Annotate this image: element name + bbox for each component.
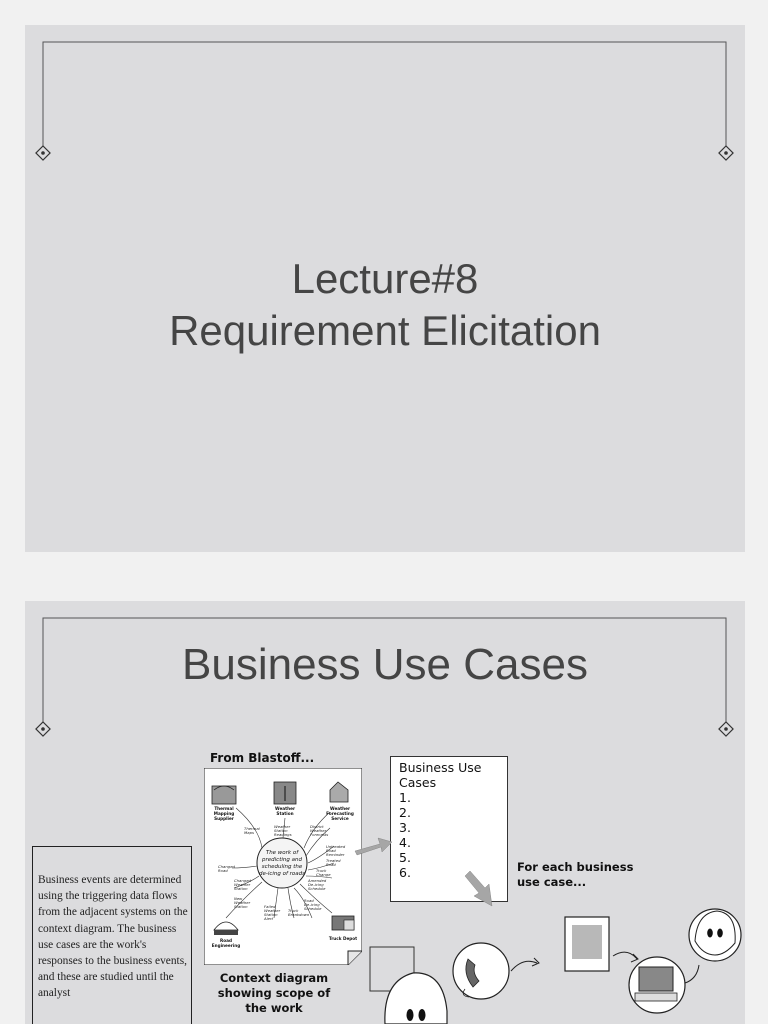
svg-text:Station: Station bbox=[234, 886, 248, 891]
svg-text:Weather: Weather bbox=[275, 806, 296, 811]
buc-number-4: 4. bbox=[399, 835, 411, 850]
svg-text:Thermal: Thermal bbox=[244, 826, 261, 831]
svg-text:Untreated: Untreated bbox=[326, 844, 346, 849]
note-text: Business events are determined using the… bbox=[38, 874, 188, 1000]
svg-text:scheduling the: scheduling the bbox=[262, 864, 303, 870]
svg-text:Forecasts: Forecasts bbox=[310, 832, 328, 837]
svg-text:Supplier: Supplier bbox=[214, 816, 235, 821]
svg-text:Weather: Weather bbox=[274, 824, 291, 829]
diamond-ornament-left bbox=[35, 721, 51, 737]
svg-text:Truck: Truck bbox=[288, 908, 299, 913]
slide-title-line-2: Requirement Elicitation bbox=[169, 307, 601, 354]
svg-text:De-icing: De-icing bbox=[308, 882, 324, 887]
svg-text:Schedule: Schedule bbox=[304, 906, 322, 911]
svg-text:Road: Road bbox=[326, 848, 336, 853]
svg-text:Mapping: Mapping bbox=[214, 811, 234, 816]
svg-text:Station: Station bbox=[264, 912, 278, 917]
svg-text:Alert: Alert bbox=[263, 916, 274, 921]
diamond-ornament-left bbox=[35, 145, 51, 161]
svg-text:Truck: Truck bbox=[316, 868, 327, 873]
svg-text:Weather: Weather bbox=[310, 828, 327, 833]
svg-text:Station: Station bbox=[276, 811, 293, 816]
svg-text:de-icing of roads: de-icing of roads bbox=[259, 871, 305, 877]
svg-text:Weather: Weather bbox=[330, 806, 351, 811]
svg-text:Breakdown: Breakdown bbox=[288, 912, 310, 917]
buc-number-3: 3. bbox=[399, 820, 411, 835]
slide-2: Business Use Cases Business events are d… bbox=[25, 601, 745, 1024]
svg-text:Service: Service bbox=[331, 816, 349, 821]
svg-text:Road: Road bbox=[326, 862, 336, 867]
flow-arrows bbox=[354, 837, 493, 907]
svg-text:predicting and: predicting and bbox=[261, 857, 302, 863]
slide-title: Business Use Cases bbox=[182, 640, 588, 689]
svg-text:Forecasting: Forecasting bbox=[326, 811, 354, 816]
slide-title-line-1: Lecture#8 bbox=[291, 255, 479, 302]
svg-text:Failed: Failed bbox=[264, 904, 276, 909]
svg-text:Treated: Treated bbox=[326, 858, 341, 863]
process-illustration bbox=[369, 908, 742, 1024]
svg-text:District: District bbox=[310, 824, 324, 829]
note-text-box: Business events are determined using the… bbox=[32, 846, 192, 1024]
buc-card-title: Business Use Cases bbox=[399, 760, 482, 790]
svg-text:Station: Station bbox=[234, 904, 248, 909]
buc-number-6: 6. bbox=[399, 865, 411, 880]
svg-text:New: New bbox=[234, 896, 243, 901]
svg-text:Truck Depot: Truck Depot bbox=[329, 936, 357, 941]
svg-text:Road: Road bbox=[218, 868, 228, 873]
diamond-ornament-right bbox=[718, 721, 734, 737]
svg-text:Maps: Maps bbox=[244, 830, 254, 835]
arrow-down-icon bbox=[464, 870, 493, 907]
svg-text:Reminder: Reminder bbox=[326, 852, 345, 857]
svg-text:Weather: Weather bbox=[234, 882, 251, 887]
svg-text:The work of: The work of bbox=[266, 850, 299, 856]
arrow-to-card-icon bbox=[354, 837, 393, 856]
svg-text:Changed: Changed bbox=[234, 878, 252, 883]
diamond-ornament-right bbox=[718, 145, 734, 161]
svg-text:Amended: Amended bbox=[307, 878, 327, 883]
slide-1: Lecture#8 Requirement Elicitation bbox=[25, 25, 745, 552]
svg-text:Change: Change bbox=[316, 872, 331, 877]
svg-text:Schedule: Schedule bbox=[308, 886, 326, 891]
buc-number-2: 2. bbox=[399, 805, 411, 820]
svg-text:Readings: Readings bbox=[274, 832, 292, 837]
context-diagram-caption: Context diagram showing scope of the wor… bbox=[217, 971, 331, 1015]
svg-text:Road: Road bbox=[304, 898, 314, 903]
svg-text:De-icing: De-icing bbox=[304, 902, 320, 907]
svg-text:Weather: Weather bbox=[234, 900, 251, 905]
context-diagram-image: The work of predicting and scheduling th… bbox=[204, 768, 362, 965]
svg-text:Engineering: Engineering bbox=[212, 943, 240, 948]
buc-number-5: 5. bbox=[399, 850, 411, 865]
svg-text:Thermal: Thermal bbox=[214, 806, 234, 811]
svg-text:Changed: Changed bbox=[218, 864, 236, 869]
svg-text:Weather: Weather bbox=[264, 908, 281, 913]
business-use-cases-card: Business Use Cases 1. 2. 3. 4. 5. 6. bbox=[390, 756, 508, 902]
for-each-use-case-label: For each business use case... bbox=[517, 860, 634, 889]
buc-number-1: 1. bbox=[399, 790, 411, 805]
svg-text:Station: Station bbox=[274, 828, 288, 833]
svg-text:Road: Road bbox=[220, 938, 232, 943]
from-blastoff-label: From Blastoff... bbox=[210, 751, 315, 765]
